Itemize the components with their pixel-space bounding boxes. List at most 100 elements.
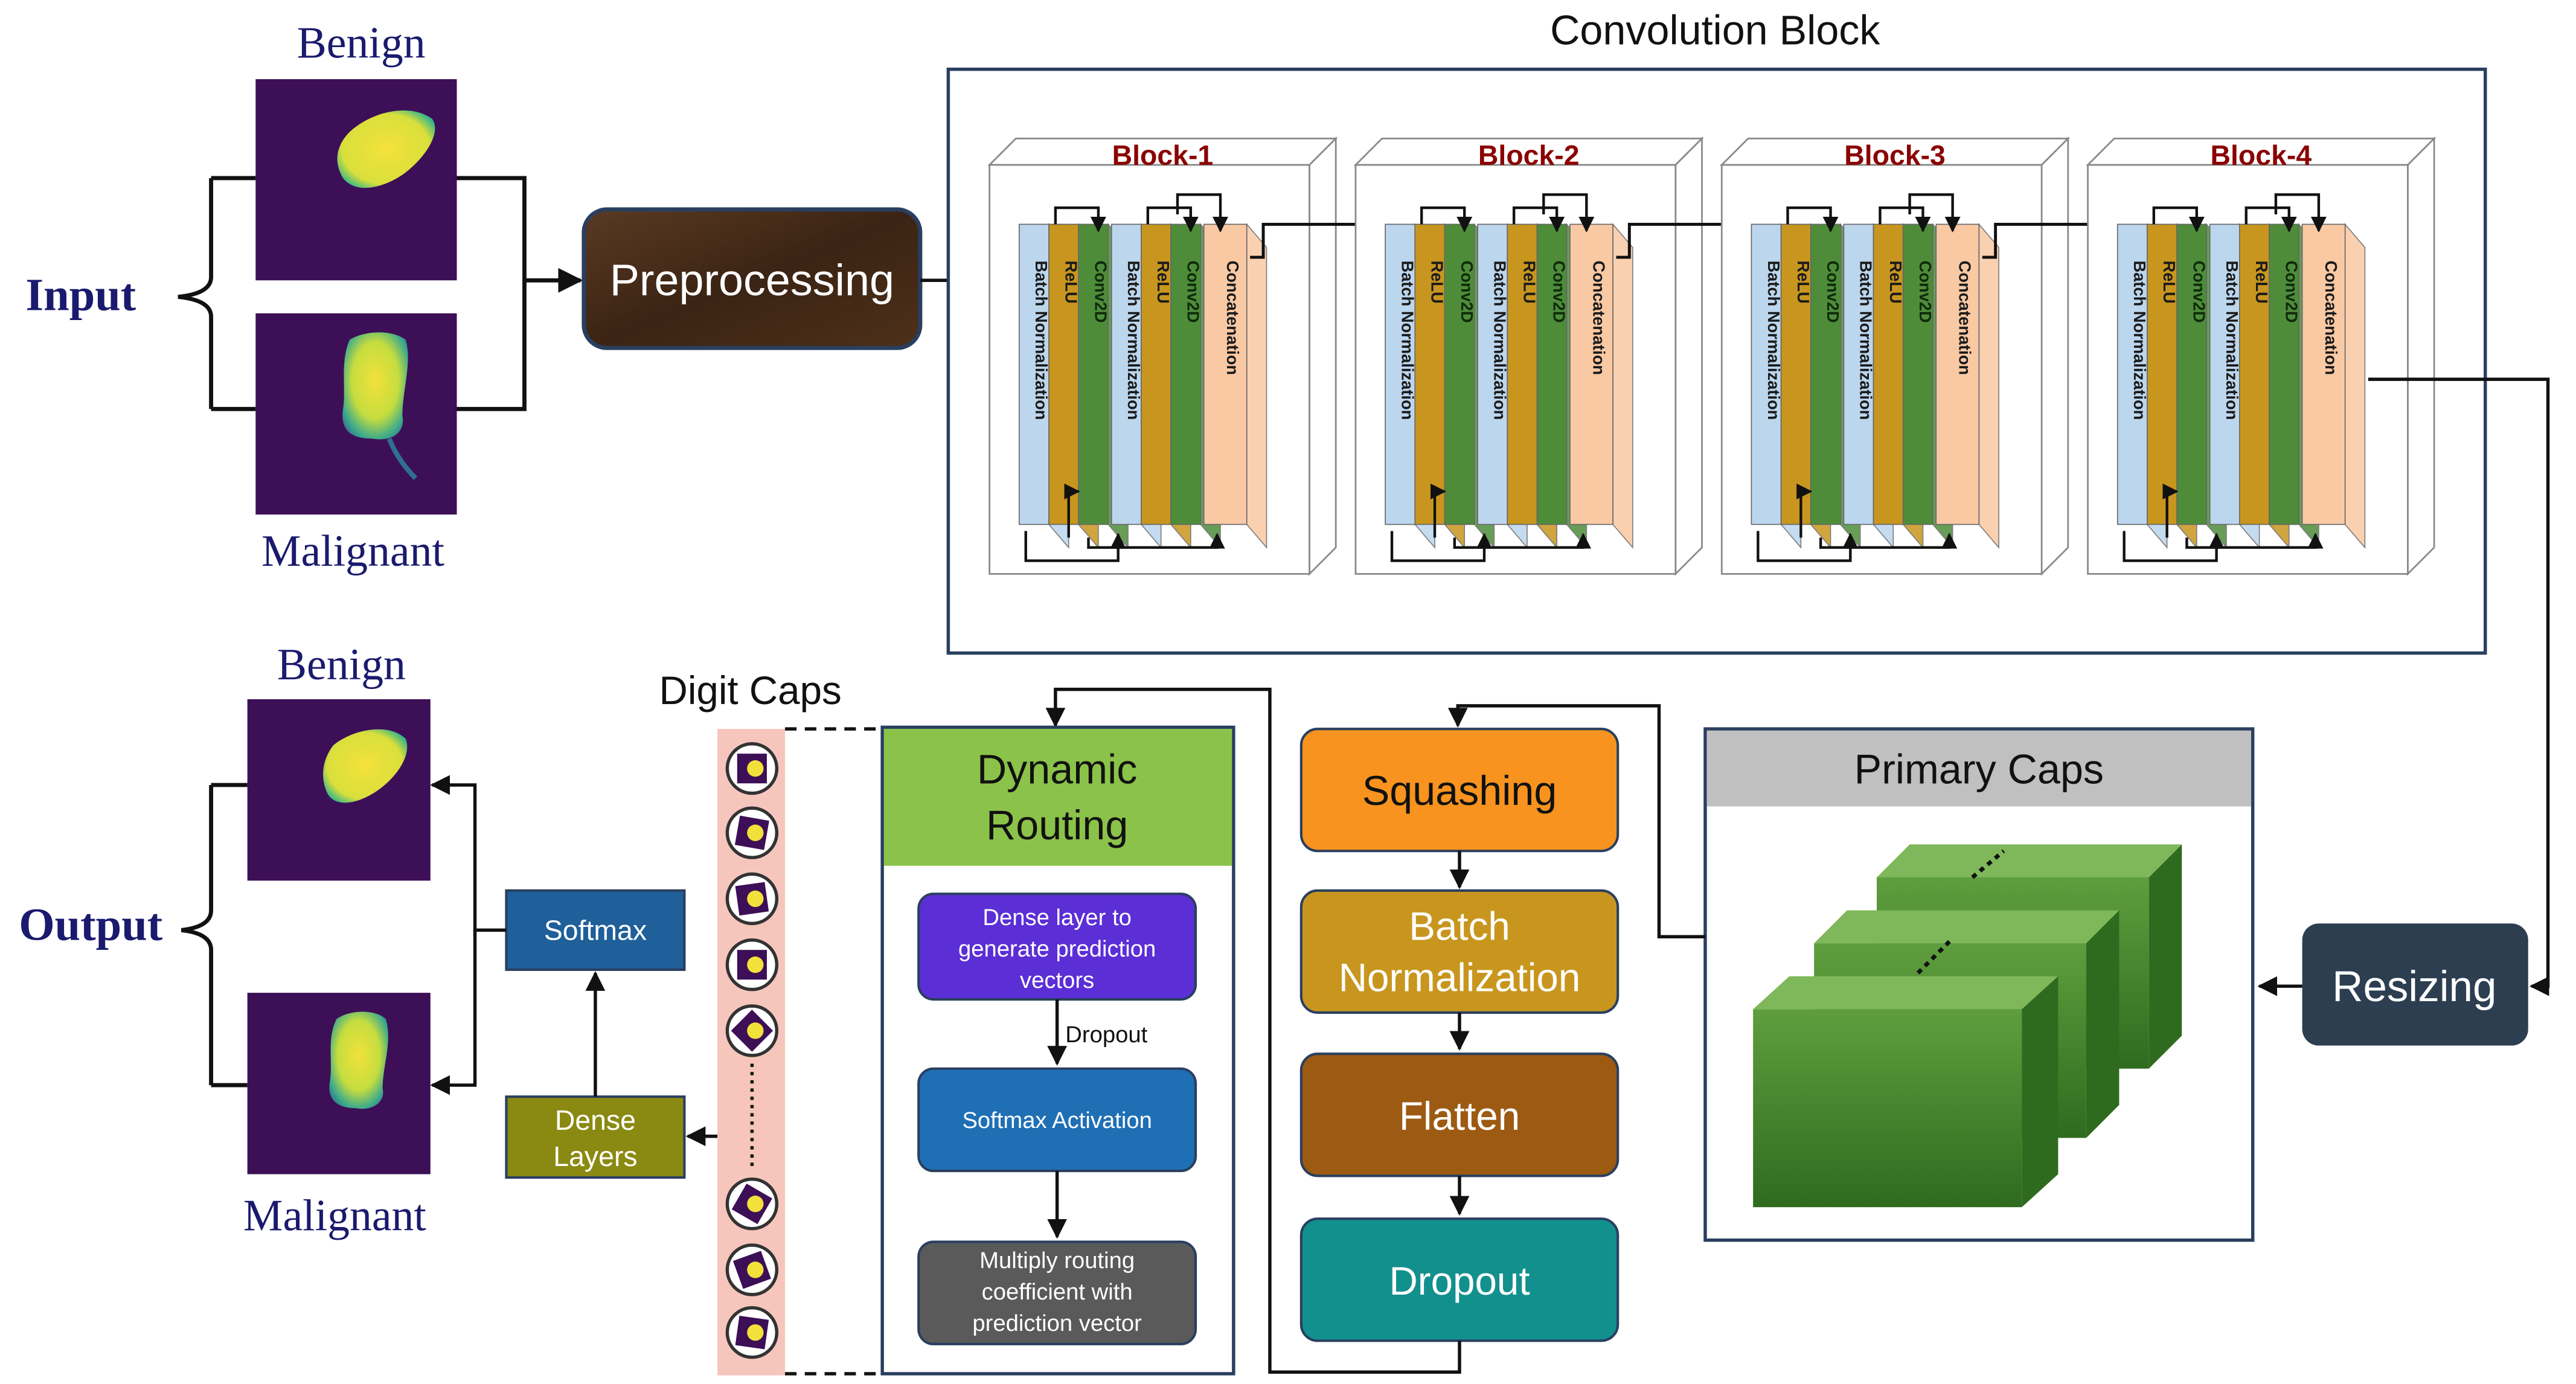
flatten-label: Flatten bbox=[1399, 1094, 1520, 1138]
routing-softmax-label: Softmax Activation bbox=[962, 1107, 1152, 1133]
routing-dropout-label: Dropout bbox=[1065, 1022, 1147, 1048]
layer-label: ReLU bbox=[2160, 261, 2179, 304]
output-benign-scan bbox=[247, 699, 431, 881]
digit-capsule-icon bbox=[725, 872, 779, 926]
input-benign-label: Benign bbox=[297, 18, 426, 68]
layer-label: ReLU bbox=[1520, 261, 1539, 304]
routing-softmax-box: Softmax Activation bbox=[917, 1067, 1197, 1173]
layer-label: Batch Normalization bbox=[1764, 261, 1783, 420]
squashing-box: Squashing bbox=[1299, 728, 1620, 853]
output-label: Output bbox=[19, 899, 163, 950]
routing-multiply-label-2: coefficient with bbox=[982, 1279, 1133, 1305]
layer-label: Conv2D bbox=[2282, 261, 2301, 323]
layer-label: ReLU bbox=[2252, 261, 2271, 304]
batch-normalization-label-2: Normalization bbox=[1339, 955, 1581, 999]
layer-label: Concatenation bbox=[1956, 261, 1975, 376]
resizing-label: Resizing bbox=[2332, 963, 2496, 1011]
routing-dense-label-3: vectors bbox=[1020, 967, 1094, 993]
flatten-box: Flatten bbox=[1299, 1052, 1620, 1177]
input-brace bbox=[178, 178, 213, 409]
dynamic-routing-title-2: Routing bbox=[986, 803, 1128, 848]
layer-label: Batch Normalization bbox=[1490, 261, 1509, 420]
conv-block-title: Block-3 bbox=[1844, 139, 1946, 171]
routing-multiply-label-3: prediction vector bbox=[972, 1310, 1142, 1336]
layer-label: Batch Normalization bbox=[1124, 261, 1143, 420]
output-brace bbox=[181, 785, 213, 1086]
batch-normalization-box: Batch Normalization bbox=[1299, 889, 1620, 1014]
primary-caps-title: Primary Caps bbox=[1854, 746, 2104, 792]
digit-capsule-icon bbox=[725, 938, 779, 992]
conv-block-title: Block-2 bbox=[1478, 139, 1580, 171]
layer-label: ReLU bbox=[1062, 261, 1080, 304]
output-malignant-scan bbox=[247, 993, 431, 1174]
resizing-box: Resizing bbox=[2302, 923, 2528, 1046]
layer-label: ReLU bbox=[1428, 261, 1447, 304]
layer-label: Conv2D bbox=[2190, 261, 2208, 323]
input-benign-scan bbox=[255, 79, 457, 281]
layer-label: Batch Normalization bbox=[2223, 261, 2241, 420]
layer-label: Batch Normalization bbox=[1857, 261, 1876, 420]
layer-label: Concatenation bbox=[1223, 261, 1242, 376]
output-section: Benign Malignant Output bbox=[19, 639, 431, 1240]
convolution-block-title: Convolution Block bbox=[1550, 8, 1880, 54]
dropout-label: Dropout bbox=[1389, 1259, 1530, 1303]
layer-label: Conv2D bbox=[1916, 261, 1935, 323]
dropout-box: Dropout bbox=[1299, 1217, 1620, 1342]
squashing-label: Squashing bbox=[1362, 768, 1557, 814]
layer-label: Concatenation bbox=[1589, 261, 1608, 376]
input-section: Benign Malignant Input bbox=[25, 18, 583, 575]
layer-concatenation: Concatenation bbox=[1935, 223, 1999, 549]
output-malignant-label: Malignant bbox=[243, 1190, 427, 1240]
dynamic-routing-title-1: Dynamic bbox=[977, 746, 1138, 792]
layer-label: Batch Normalization bbox=[1398, 261, 1417, 420]
preprocessing-label: Preprocessing bbox=[610, 255, 894, 305]
layer-label: Concatenation bbox=[2322, 261, 2341, 376]
layer-label: ReLU bbox=[1886, 261, 1905, 304]
digit-capsule-icon bbox=[725, 1306, 779, 1359]
routing-multiply-box: Multiply routing coefficient with predic… bbox=[917, 1240, 1197, 1345]
layer-label: Conv2D bbox=[1824, 261, 1842, 323]
digit-capsule-icon bbox=[725, 1177, 779, 1231]
layer-concatenation: Concatenation bbox=[2301, 223, 2366, 549]
routing-dense-label-1: Dense layer to bbox=[982, 905, 1131, 931]
layer-label: Conv2D bbox=[1550, 261, 1569, 323]
digit-capsule-icon bbox=[725, 806, 779, 859]
digit-caps-title: Digit Caps bbox=[659, 668, 842, 713]
layer-concatenation: Concatenation bbox=[1569, 223, 1633, 549]
preprocessing-box: Preprocessing bbox=[582, 207, 923, 350]
digit-capsule-icon bbox=[725, 1243, 779, 1296]
output-benign-label: Benign bbox=[277, 639, 406, 689]
softmax-box: Softmax bbox=[505, 889, 686, 971]
digit-capsule-icon bbox=[725, 742, 779, 795]
capsule-cube-front bbox=[1753, 976, 2059, 1208]
digit-caps-column: Digit Caps bbox=[659, 668, 883, 1376]
layer-label: Conv2D bbox=[1184, 261, 1202, 323]
layer-label: Batch Normalization bbox=[1032, 261, 1051, 420]
dense-layers-label-1: Dense bbox=[555, 1104, 636, 1136]
layer-concatenation: Concatenation bbox=[1203, 223, 1267, 549]
softmax-label: Softmax bbox=[544, 915, 647, 946]
input-label: Input bbox=[25, 269, 136, 320]
input-malignant-scan bbox=[255, 313, 457, 515]
dynamic-routing-panel: Dynamic Routing Dense layer to generate … bbox=[880, 725, 1235, 1376]
digit-capsule-icon bbox=[725, 1004, 779, 1057]
batch-normalization-label-1: Batch bbox=[1409, 905, 1510, 949]
layer-label: ReLU bbox=[1154, 261, 1173, 304]
routing-multiply-label-1: Multiply routing bbox=[979, 1248, 1135, 1273]
input-malignant-label: Malignant bbox=[261, 526, 445, 575]
layer-label: Conv2D bbox=[1458, 261, 1476, 323]
primary-caps-panel: Primary Caps bbox=[1703, 727, 2255, 1242]
conv-block-title: Block-1 bbox=[1112, 139, 1214, 171]
conv-block-title: Block-4 bbox=[2211, 139, 2312, 171]
routing-dense-label-2: generate prediction bbox=[958, 936, 1156, 962]
layer-label: Conv2D bbox=[1091, 261, 1110, 323]
dense-layers-label-2: Layers bbox=[553, 1141, 637, 1172]
dense-layers-box: Dense Layers bbox=[505, 1095, 686, 1179]
routing-dense-box: Dense layer to generate prediction vecto… bbox=[917, 892, 1197, 1001]
layer-label: ReLU bbox=[1794, 261, 1813, 304]
